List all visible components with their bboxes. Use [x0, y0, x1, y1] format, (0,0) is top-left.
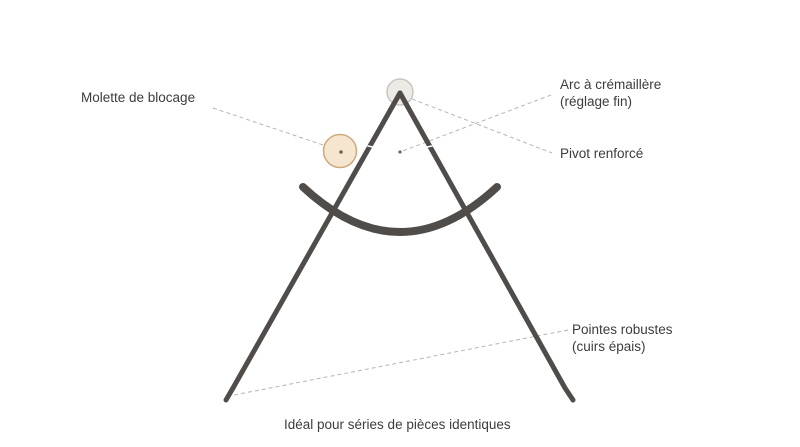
locking-wheel-center: [339, 150, 343, 154]
arc-left-notch: [315, 187, 321, 194]
leader-locking-wheel: [212, 107, 342, 152]
right-leg-notch: [426, 145, 433, 148]
label-tips: Pointes robustes (cuirs épais): [572, 321, 673, 355]
left-leg-notch: [367, 145, 374, 148]
label-tips-line1: Pointes robustes: [572, 322, 673, 337]
label-tips-line2: (cuirs épais): [572, 339, 646, 354]
label-rack-arc-line2: (réglage fin): [560, 94, 633, 109]
leader-rack-arc: [399, 94, 552, 153]
left-leg: [223, 90, 403, 403]
compass-legs: [223, 90, 576, 403]
leader-tips: [228, 329, 569, 397]
label-rack-arc-line1: Arc à crémaillère: [560, 77, 662, 92]
rack-arc: [299, 183, 501, 236]
label-locking-wheel: Molette de blocage: [81, 89, 195, 106]
label-locking-wheel-text: Molette de blocage: [81, 90, 196, 105]
label-pivot: Pivot renforcé: [560, 145, 643, 162]
leader-pivot: [411, 98, 553, 154]
label-rack-arc: Arc à crémaillère (réglage fin): [560, 76, 661, 110]
right-leg: [397, 90, 576, 403]
label-pivot-text: Pivot renforcé: [560, 146, 644, 161]
diagram-caption-text: Idéal pour séries de pièces identiques: [284, 417, 511, 432]
leader-lines: [212, 94, 569, 397]
rack-arc-center-dot: [398, 150, 402, 154]
diagram-caption: Idéal pour séries de pièces identiques: [284, 416, 511, 433]
arc-right-notch: [479, 187, 485, 194]
leg-highlights: [315, 145, 485, 194]
